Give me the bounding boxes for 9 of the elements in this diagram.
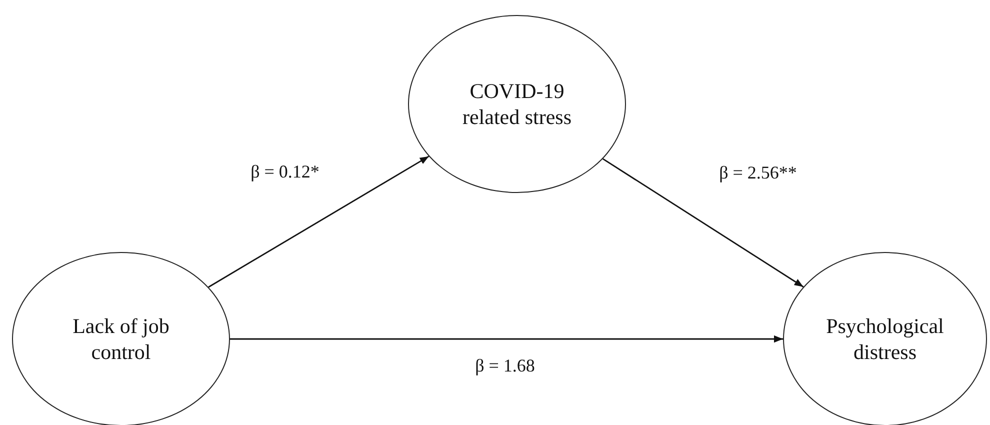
node-label: Psychological distress: [825, 312, 945, 366]
node-label: Lack of job control: [72, 312, 170, 366]
node-label: COVID-19 related stress: [461, 78, 573, 130]
arrow: [230, 335, 783, 343]
edge-label: β = 1.68: [473, 356, 537, 376]
edge-label: β = 0.12*: [248, 162, 322, 182]
arrow: [602, 158, 804, 288]
arrow: [208, 156, 430, 288]
edge-label: β = 2.56**: [717, 162, 799, 184]
